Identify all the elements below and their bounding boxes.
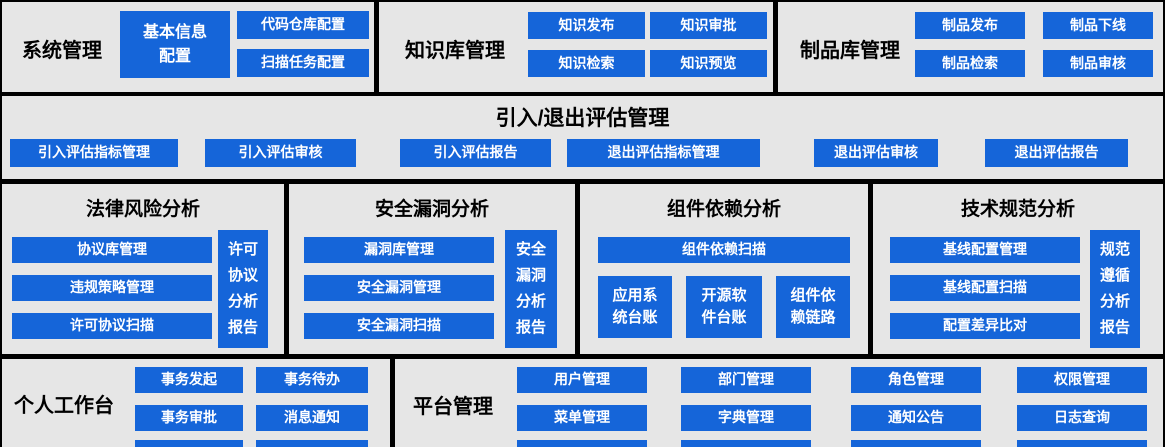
vuln-management-button[interactable]: 安全漏洞管理: [304, 275, 494, 301]
knowledge-publish-button[interactable]: 知识发布: [528, 12, 645, 39]
cropped-button[interactable]: [681, 440, 811, 447]
vuln-scan-button[interactable]: 安全漏洞扫描: [304, 313, 494, 339]
log-query-button[interactable]: 日志查询: [1017, 405, 1147, 431]
panel-system-management: 系统管理 基本信息配置 代码仓库配置 扫描任务配置: [2, 2, 374, 92]
specification-title: 技术规范分析: [960, 199, 1075, 220]
scan-task-config-button[interactable]: 扫描任务配置: [237, 49, 369, 77]
system-management-title: 系统管理: [22, 40, 102, 62]
panel-legal-risk-analysis: 法律风险分析 协议库管理 违规策略管理 许可协议扫描 许可协议分析报告: [2, 184, 284, 354]
evaluation-management-title: 引入/退出评估管理: [495, 107, 670, 130]
vuln-analysis-report-button[interactable]: 安全漏洞分析报告: [505, 230, 557, 348]
app-system-ledger-label: 应用系统台账: [612, 286, 658, 327]
message-notify-button[interactable]: 消息通知: [256, 405, 368, 431]
task-initiate-button[interactable]: 事务发起: [135, 367, 243, 393]
panel-knowledge-management: 知识库管理 知识发布 知识审批 知识检索 知识预览: [379, 2, 773, 92]
knowledge-search-button[interactable]: 知识检索: [528, 50, 645, 77]
code-repo-config-button[interactable]: 代码仓库配置: [237, 11, 369, 39]
task-todo-button[interactable]: 事务待办: [256, 367, 368, 393]
department-management-button[interactable]: 部门管理: [681, 367, 811, 393]
legal-risk-title: 法律风险分析: [85, 199, 200, 220]
user-management-button[interactable]: 用户管理: [517, 367, 647, 393]
cropped-button[interactable]: [256, 440, 368, 447]
panel-personal-workspace: 个人工作台 事务发起 事务待办 事务审批 消息通知: [2, 359, 390, 447]
cropped-button[interactable]: [517, 440, 647, 447]
panel-artifact-management: 制品库管理 制品发布 制品下线 制品检索 制品审核: [778, 2, 1163, 92]
notice-button[interactable]: 通知公告: [851, 405, 981, 431]
vuln-library-button[interactable]: 漏洞库管理: [304, 237, 494, 263]
panel-specification-analysis: 技术规范分析 基线配置管理 基线配置扫描 配置差异比对 规范遵循分析报告: [873, 184, 1163, 354]
exit-eval-review-button[interactable]: 退出评估审核: [814, 139, 938, 167]
dictionary-management-button[interactable]: 字典管理: [681, 405, 811, 431]
exit-eval-report-button[interactable]: 退出评估报告: [985, 139, 1128, 167]
artifact-publish-button[interactable]: 制品发布: [915, 12, 1025, 39]
baseline-config-scan-button[interactable]: 基线配置扫描: [890, 275, 1080, 301]
cropped-button[interactable]: [135, 440, 243, 447]
knowledge-management-title: 知识库管理: [405, 40, 505, 62]
import-eval-metrics-button[interactable]: 引入评估指标管理: [10, 139, 178, 167]
knowledge-approval-button[interactable]: 知识审批: [650, 12, 767, 39]
oss-ledger-button[interactable]: 开源软件台账: [686, 276, 762, 338]
artifact-offline-button[interactable]: 制品下线: [1043, 12, 1153, 39]
panel-evaluation-management: 引入/退出评估管理 引入评估指标管理 引入评估审核 引入评估报告 退出评估指标管…: [2, 96, 1163, 179]
import-eval-report-button[interactable]: 引入评估报告: [400, 139, 551, 167]
import-eval-review-button[interactable]: 引入评估审核: [205, 139, 356, 167]
exit-eval-metrics-button[interactable]: 退出评估指标管理: [567, 139, 760, 167]
violation-policy-button[interactable]: 违规策略管理: [12, 275, 212, 301]
basic-info-config-button[interactable]: 基本信息配置: [120, 11, 230, 78]
panel-platform-management: 平台管理 用户管理 部门管理 角色管理 权限管理 菜单管理 字典管理 通知公告 …: [395, 359, 1163, 447]
dependency-link-label: 组件依赖链路: [790, 286, 836, 327]
cropped-button[interactable]: [851, 440, 981, 447]
app-system-ledger-button[interactable]: 应用系统台账: [598, 276, 672, 338]
spec-compliance-report-button[interactable]: 规范遵循分析报告: [1090, 230, 1140, 348]
dependency-link-button[interactable]: 组件依赖链路: [776, 276, 850, 338]
oss-ledger-label: 开源软件台账: [701, 286, 747, 327]
role-management-button[interactable]: 角色管理: [851, 367, 981, 393]
cropped-button[interactable]: [1017, 440, 1147, 447]
license-scan-button[interactable]: 许可协议扫描: [12, 313, 212, 339]
artifact-management-title: 制品库管理: [800, 40, 900, 62]
config-diff-button[interactable]: 配置差异比对: [890, 313, 1080, 339]
vulnerability-title: 安全漏洞分析: [374, 199, 489, 220]
dependency-scan-button[interactable]: 组件依赖扫描: [598, 237, 850, 263]
task-approve-button[interactable]: 事务审批: [135, 405, 243, 431]
workspace-title: 个人工作台: [14, 395, 114, 417]
baseline-config-management-button[interactable]: 基线配置管理: [890, 237, 1080, 263]
artifact-search-button[interactable]: 制品检索: [915, 50, 1025, 77]
artifact-review-button[interactable]: 制品审核: [1043, 50, 1153, 77]
basic-info-config-label: 基本信息配置: [142, 23, 207, 65]
panel-vulnerability-analysis: 安全漏洞分析 漏洞库管理 安全漏洞管理 安全漏洞扫描 安全漏洞分析报告: [289, 184, 575, 354]
knowledge-preview-button[interactable]: 知识预览: [650, 50, 767, 77]
platform-management-title: 平台管理: [413, 396, 493, 418]
dependency-title: 组件依赖分析: [666, 199, 781, 220]
panel-dependency-analysis: 组件依赖分析 组件依赖扫描 应用系统台账 开源软件台账 组件依赖链路: [580, 184, 868, 354]
menu-management-button[interactable]: 菜单管理: [517, 405, 647, 431]
permission-management-button[interactable]: 权限管理: [1017, 367, 1147, 393]
agreement-library-button[interactable]: 协议库管理: [12, 237, 212, 263]
license-analysis-report-button[interactable]: 许可协议分析报告: [218, 230, 268, 348]
